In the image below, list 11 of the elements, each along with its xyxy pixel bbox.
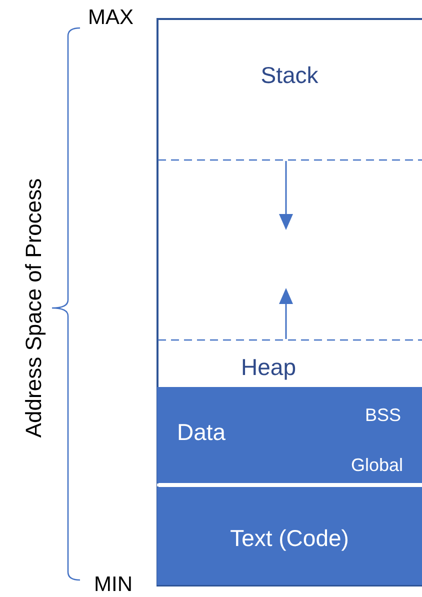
axis-title: Address Space of Process (21, 178, 47, 438)
region-label: Text (Code) (229, 525, 350, 552)
axis-limit-label: MAX (88, 6, 134, 30)
axis-limit-label: MIN (94, 573, 132, 597)
segment-label: BSS (365, 405, 402, 426)
data-segment (157, 387, 422, 483)
region-label: Stack (260, 62, 320, 89)
text-segment (157, 487, 422, 585)
segment-label: Global (351, 455, 404, 476)
region-label: Heap (241, 354, 296, 381)
region-label: Data (177, 419, 226, 446)
